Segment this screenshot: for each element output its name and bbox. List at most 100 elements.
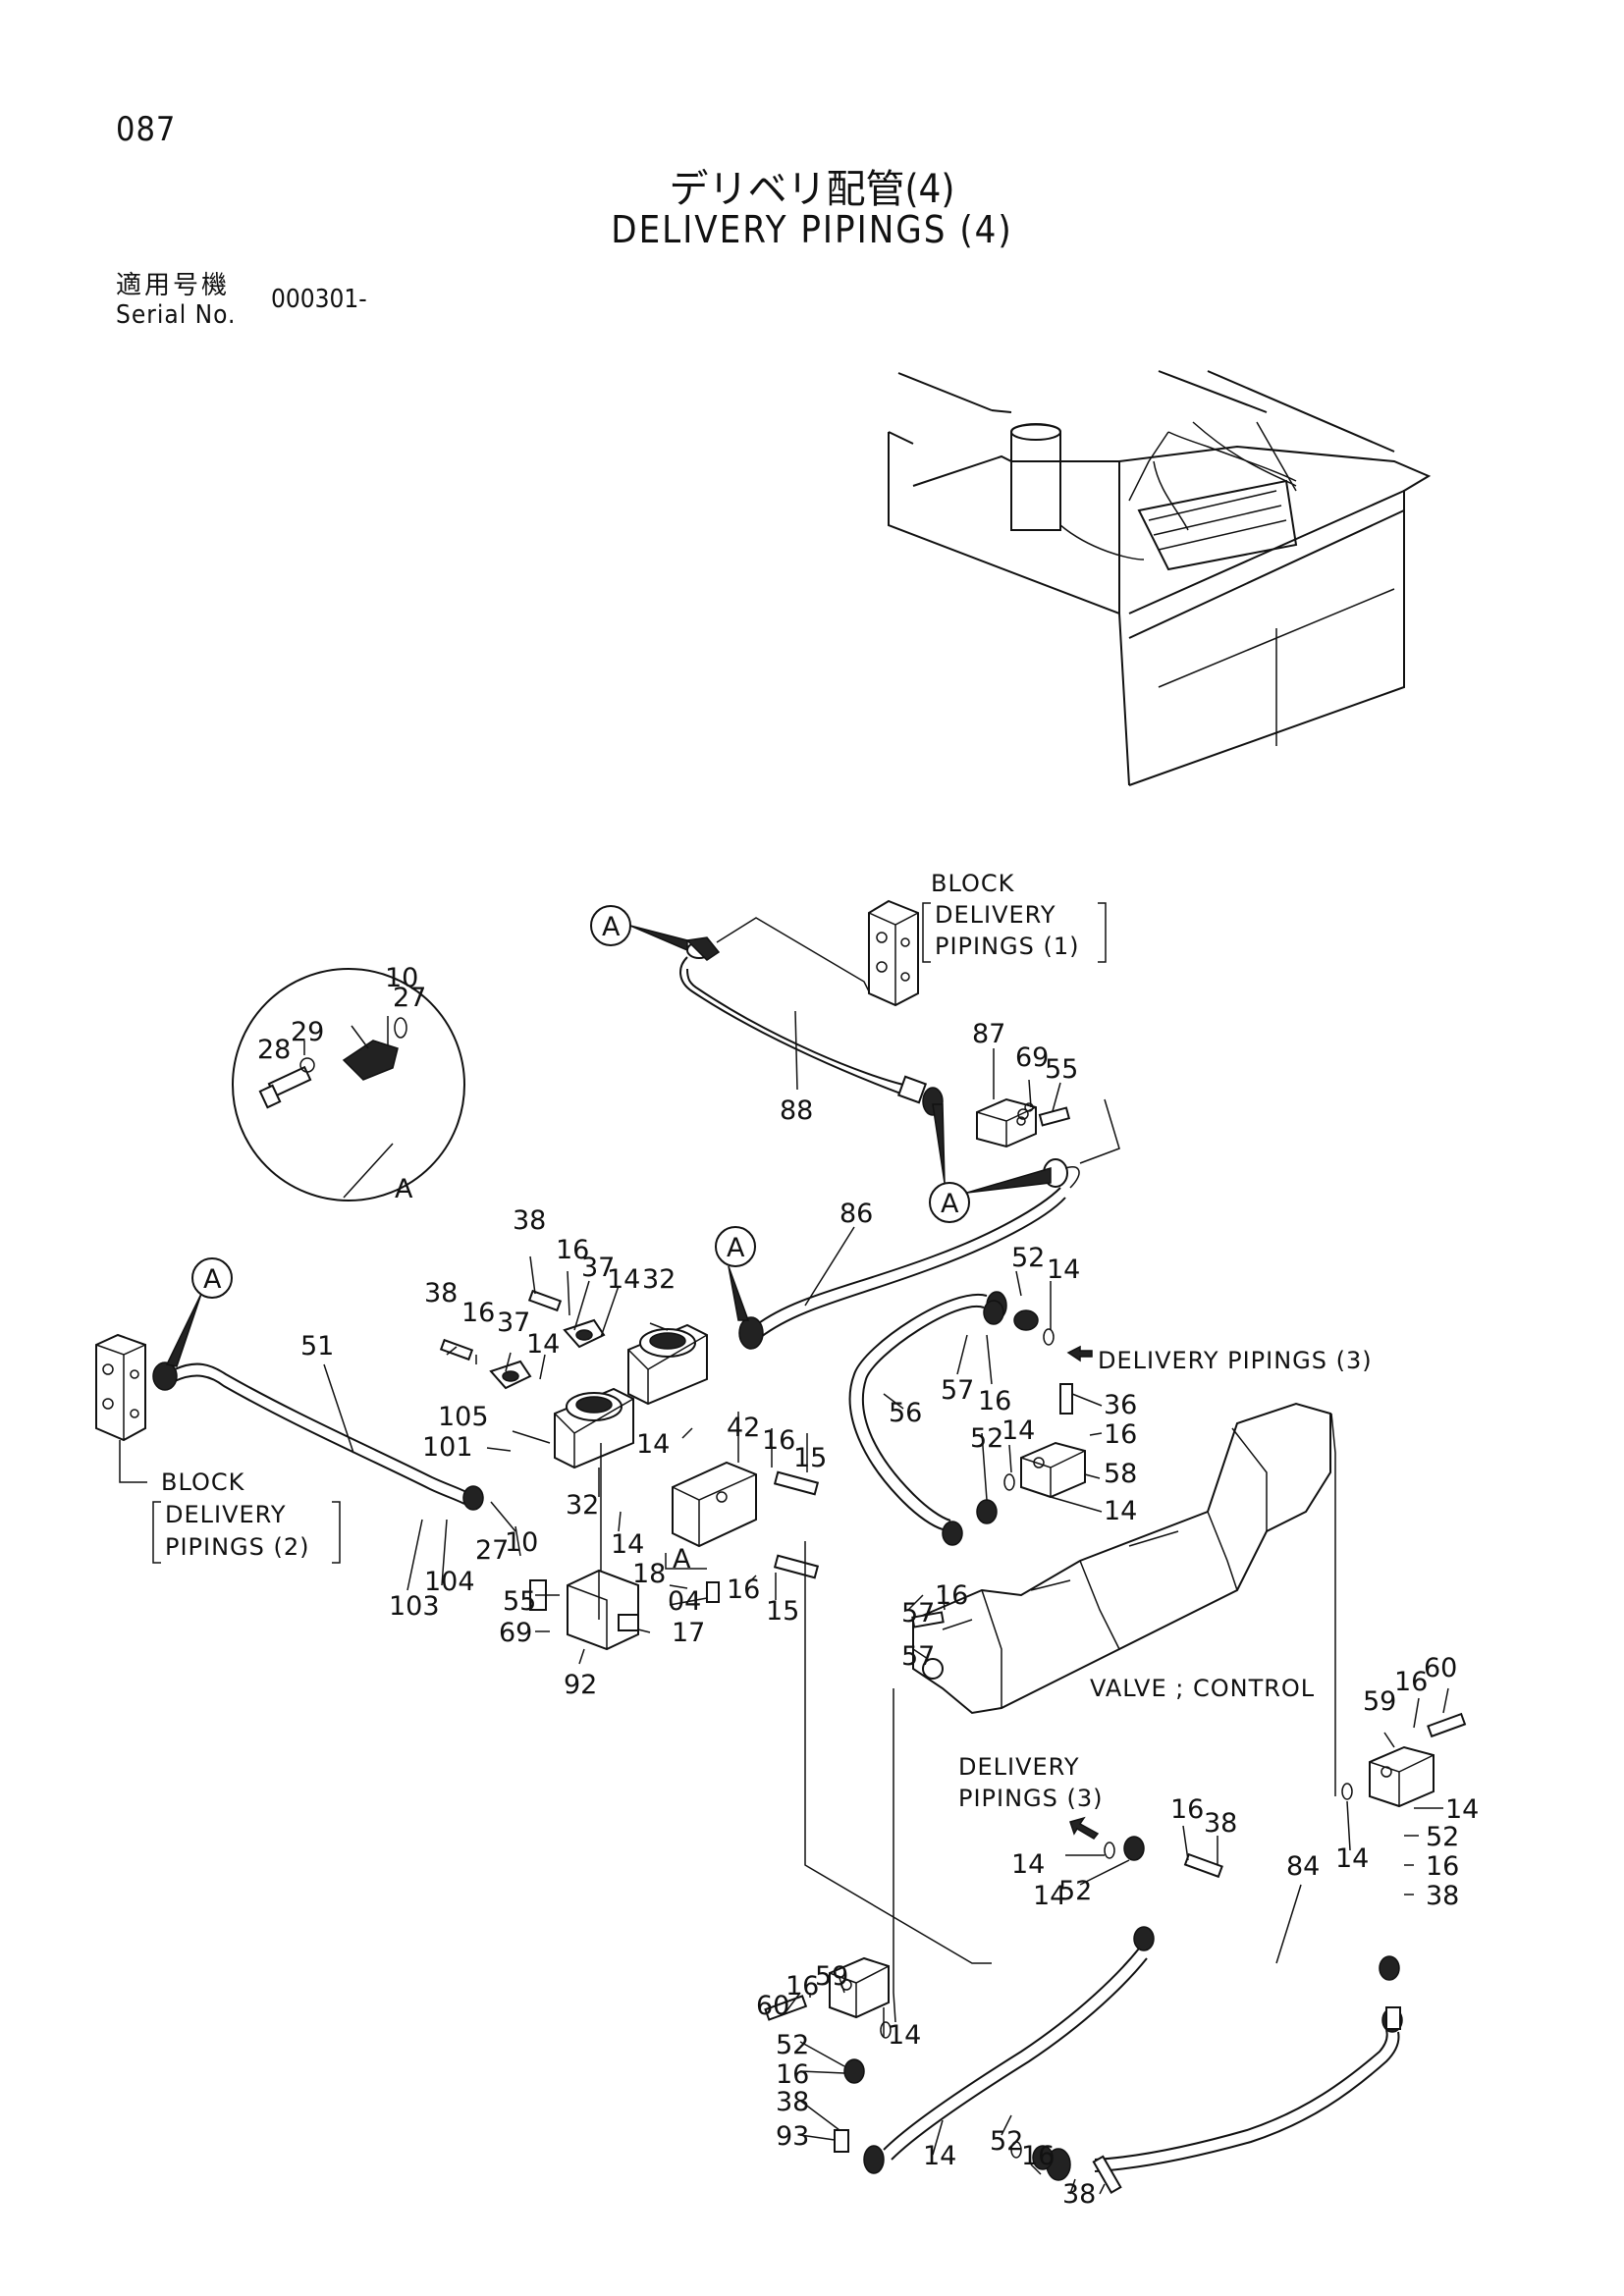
delivery-3-bottom-reference: DELIVERY PIPINGS (3) xyxy=(958,1753,1104,1840)
delivery-3-right-label: DELIVERY PIPINGS (3) xyxy=(1098,1347,1373,1374)
manifold-87 xyxy=(976,1097,1071,1148)
part-label: 69 xyxy=(1015,1042,1049,1073)
part-label: 14 xyxy=(636,1429,670,1460)
part-label: 60 xyxy=(756,1991,789,2021)
part-label: 16 xyxy=(935,1580,968,1611)
part-label: 29 xyxy=(291,1017,324,1047)
part-label: 55 xyxy=(503,1586,536,1617)
manifold-59-right xyxy=(1369,1712,1467,1808)
hose-51 xyxy=(152,1362,484,1511)
part-label: 16 xyxy=(978,1386,1011,1416)
part-label: 14 xyxy=(1104,1496,1137,1526)
block-delivery-pipings-2: BLOCK DELIVERY PIPINGS (2) xyxy=(95,1333,341,1564)
part-label: 16 xyxy=(727,1575,760,1605)
callout-a-middle: A xyxy=(929,1103,1052,1223)
part-label: 52 xyxy=(1058,1876,1092,1906)
part-label: 103 xyxy=(389,1591,440,1622)
part-label: 04 xyxy=(668,1586,701,1617)
hose-84 xyxy=(1046,2007,1403,2181)
part-label: 10 xyxy=(385,963,418,993)
part-label: 104 xyxy=(424,1567,475,1597)
part-label: 16 xyxy=(556,1235,589,1265)
callout-a-middle-label: A xyxy=(941,1189,959,1219)
callout-a-inline-label: A xyxy=(673,1544,691,1575)
block-42 xyxy=(672,1461,820,1579)
callout-a-top-label: A xyxy=(602,912,621,942)
callout-a-inline: A xyxy=(665,1544,707,1575)
detail-a-circle: A xyxy=(232,968,465,1204)
part-label: 27 xyxy=(393,983,426,1013)
part-label: 16 xyxy=(1394,1667,1428,1697)
part-label: 84 xyxy=(1286,1851,1320,1882)
part-label: 101 xyxy=(422,1432,473,1463)
block-1-line-3: PIPINGS (1) xyxy=(935,933,1080,960)
callout-a-hose51-label: A xyxy=(203,1264,222,1295)
bracket-92 xyxy=(529,1443,639,1651)
part-label: 10 xyxy=(505,1527,538,1558)
part-label: 69 xyxy=(499,1618,532,1648)
flange-37-lower xyxy=(489,1360,532,1390)
part-label: 16 xyxy=(762,1425,795,1456)
part-label: 16 xyxy=(776,2059,809,2090)
part-label: 28 xyxy=(257,1035,291,1065)
manifold-32-lower xyxy=(554,1387,634,1469)
page-number: 087 xyxy=(116,110,177,149)
part-label: 16 xyxy=(1426,1851,1459,1882)
part-label: 86 xyxy=(839,1199,873,1229)
block-1-heading: BLOCK xyxy=(931,870,1015,897)
part-label: 105 xyxy=(438,1402,489,1432)
part-label: 88 xyxy=(780,1095,813,1126)
part-label: 14 xyxy=(526,1329,560,1360)
part-label: 52 xyxy=(970,1423,1003,1454)
part-label: 93 xyxy=(776,2121,809,2152)
part-label: 16 xyxy=(461,1298,495,1328)
serial-label-english: Serial No. xyxy=(116,300,237,330)
part-label: 52 xyxy=(990,2126,1023,2157)
part-label: 18 xyxy=(632,1559,666,1589)
part-label: 16 xyxy=(785,1971,819,2002)
manifold-32-upper xyxy=(627,1323,708,1406)
part-label: 59 xyxy=(815,1961,848,1992)
part-label: 57 xyxy=(901,1641,935,1672)
detail-split-flange xyxy=(342,1040,399,1081)
delivery-3-right-reference: DELIVERY PIPINGS (3) xyxy=(1066,1345,1373,1374)
hose-86 xyxy=(738,1158,1080,1350)
part-label: 17 xyxy=(672,1618,705,1648)
leader-lines xyxy=(323,1010,1449,2195)
connection-lines xyxy=(804,1098,1336,2023)
part-label: 92 xyxy=(564,1670,597,1700)
part-label: 32 xyxy=(566,1490,599,1521)
delivery-3-bottom-line-2: PIPINGS (3) xyxy=(958,1785,1104,1812)
part-label: 16 xyxy=(1170,1794,1204,1825)
serial-number-value: 000301- xyxy=(271,285,367,314)
detail-bolt xyxy=(258,1065,312,1109)
part-label: 14 xyxy=(1011,1849,1045,1880)
block-2-heading: BLOCK xyxy=(161,1468,245,1496)
part-label: 42 xyxy=(727,1413,760,1443)
detail-a-marker: A xyxy=(395,1174,413,1204)
callout-a-top: A xyxy=(590,905,688,952)
control-valve: VALVE ; CONTROL xyxy=(912,1402,1331,1715)
block-delivery-pipings-1: BLOCK DELIVERY PIPINGS (1) xyxy=(868,870,1107,1007)
part-label: 59 xyxy=(1363,1686,1396,1717)
block-1-line-2: DELIVERY xyxy=(935,901,1056,929)
part-label: 55 xyxy=(1045,1054,1078,1085)
part-label: 38 xyxy=(1062,2179,1096,2210)
block-2-line-3: PIPINGS (2) xyxy=(165,1533,310,1561)
part-label: 52 xyxy=(1011,1243,1045,1273)
part-label: 60 xyxy=(1424,1653,1457,1683)
flange-37-upper xyxy=(563,1318,606,1349)
hose-88 xyxy=(679,917,944,1116)
part-label: 14 xyxy=(888,2020,921,2051)
part-label: 52 xyxy=(1426,1822,1459,1852)
title-japanese: デリベリ配管(4) xyxy=(669,167,955,212)
fittings xyxy=(706,1300,1401,2194)
part-label: 58 xyxy=(1104,1459,1137,1489)
part-label: 52 xyxy=(776,2030,809,2060)
callout-a-hose86: A xyxy=(715,1226,756,1321)
part-label: 38 xyxy=(1204,1808,1237,1839)
manifold-58 xyxy=(1020,1383,1086,1499)
part-label: 14 xyxy=(923,2141,956,2171)
machine-overview-sketch xyxy=(888,370,1432,786)
serial-label-japanese: 適用号機 xyxy=(116,271,231,300)
